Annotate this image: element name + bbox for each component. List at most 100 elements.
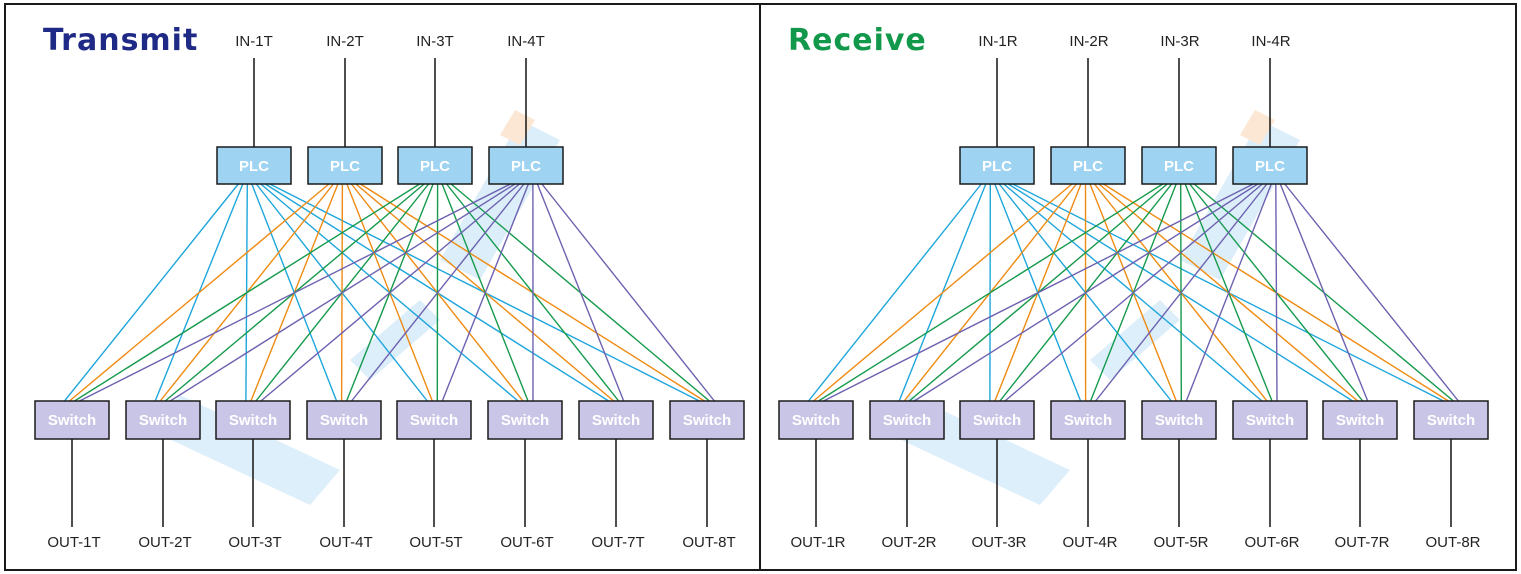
switch-node: Switch bbox=[869, 400, 945, 440]
plc-switch-link bbox=[260, 183, 520, 402]
output-label: OUT-4R bbox=[1062, 534, 1117, 551]
switch-label: Switch bbox=[1064, 412, 1112, 429]
receive-plc-nodes: PLC PLC PLC PLC bbox=[959, 146, 1308, 185]
switch-box bbox=[1141, 400, 1217, 440]
plc-node: PLC bbox=[397, 146, 473, 185]
input-label: IN-1T bbox=[235, 33, 273, 50]
output-label: OUT-2T bbox=[138, 534, 191, 551]
switch-node: Switch bbox=[306, 400, 382, 440]
plc-switch-link bbox=[1004, 183, 1263, 402]
switch-label: Switch bbox=[410, 412, 458, 429]
transmit-panel: Transmit IN-1T IN-2T IN-3T IN-4T bbox=[34, 23, 745, 551]
switch-node: Switch bbox=[1322, 400, 1398, 440]
plc-switch-link bbox=[1279, 183, 1369, 402]
switch-node: Switch bbox=[778, 400, 854, 440]
output-label: OUT-5R bbox=[1153, 534, 1208, 551]
plc-switch-link bbox=[1185, 183, 1272, 402]
plc-label: PLC bbox=[420, 158, 450, 175]
output-label: OUT-6T bbox=[500, 534, 553, 551]
output-label: OUT-8R bbox=[1425, 534, 1480, 551]
switch-node: Switch bbox=[1141, 400, 1217, 440]
switch-box bbox=[778, 400, 854, 440]
switch-node: Switch bbox=[487, 400, 563, 440]
receive-switch-nodes: Switch Switch Switch Switch Switch Switc… bbox=[778, 400, 1489, 440]
switch-node: Switch bbox=[959, 400, 1035, 440]
plc-switch-link bbox=[169, 183, 516, 402]
switch-box bbox=[1322, 400, 1398, 440]
plc-switch-link bbox=[913, 183, 1259, 402]
switch-label: Switch bbox=[320, 412, 368, 429]
input-label: IN-4T bbox=[507, 33, 545, 50]
plc-box bbox=[307, 146, 383, 185]
plc-box bbox=[488, 146, 564, 185]
plc-node: PLC bbox=[1141, 146, 1217, 185]
plc-switch-link bbox=[536, 183, 625, 402]
plc-switch-link bbox=[441, 183, 530, 402]
switch-box bbox=[959, 400, 1035, 440]
switch-node: Switch bbox=[669, 400, 745, 440]
output-label: OUT-7T bbox=[591, 534, 644, 551]
plc-label: PLC bbox=[982, 158, 1012, 175]
switch-box bbox=[396, 400, 472, 440]
switch-label: Switch bbox=[229, 412, 277, 429]
switch-label: Switch bbox=[48, 412, 96, 429]
switch-box bbox=[578, 400, 654, 440]
plc-label: PLC bbox=[239, 158, 269, 175]
plc-box bbox=[1141, 146, 1217, 185]
plc-switch-link bbox=[1284, 183, 1459, 402]
switch-box bbox=[1232, 400, 1308, 440]
switch-node: Switch bbox=[125, 400, 201, 440]
transmit-plc-nodes: PLC PLC PLC PLC bbox=[216, 146, 564, 185]
plc-switch-link bbox=[823, 183, 1254, 402]
switch-box bbox=[487, 400, 563, 440]
output-label: OUT-4T bbox=[319, 534, 372, 551]
transmit-output-labels: OUT-1T OUT-2T OUT-3T OUT-4T OUT-5T OUT-6… bbox=[47, 534, 735, 551]
plc-switch-link bbox=[63, 183, 239, 402]
switch-label: Switch bbox=[139, 412, 187, 429]
output-label: OUT-7R bbox=[1334, 534, 1389, 551]
switch-box bbox=[215, 400, 291, 440]
plc-switch-link bbox=[807, 183, 982, 402]
output-label: OUT-3T bbox=[228, 534, 281, 551]
input-label: IN-2R bbox=[1069, 33, 1108, 50]
plc-node: PLC bbox=[307, 146, 383, 185]
switch-box bbox=[306, 400, 382, 440]
switch-box bbox=[1413, 400, 1489, 440]
switch-node: Switch bbox=[578, 400, 654, 440]
input-label: IN-4R bbox=[1251, 33, 1290, 50]
receive-title: Receive bbox=[788, 23, 927, 58]
receive-output-wires bbox=[815, 439, 1452, 527]
switch-node: Switch bbox=[215, 400, 291, 440]
plc-switch-link bbox=[351, 183, 525, 402]
switch-label: Switch bbox=[1155, 412, 1203, 429]
output-label: OUT-2R bbox=[881, 534, 936, 551]
plc-label: PLC bbox=[511, 158, 541, 175]
switch-node: Switch bbox=[34, 400, 110, 440]
switch-label: Switch bbox=[1246, 412, 1294, 429]
switch-box bbox=[1050, 400, 1126, 440]
plc-node: PLC bbox=[1232, 146, 1308, 185]
switch-node: Switch bbox=[1413, 400, 1489, 440]
switch-label: Switch bbox=[973, 412, 1021, 429]
plc-label: PLC bbox=[330, 158, 360, 175]
plc-node: PLC bbox=[216, 146, 292, 185]
switch-label: Switch bbox=[1427, 412, 1475, 429]
switch-label: Switch bbox=[683, 412, 731, 429]
switch-node: Switch bbox=[1232, 400, 1308, 440]
plc-box bbox=[1050, 146, 1126, 185]
switch-box bbox=[125, 400, 201, 440]
output-label: OUT-6R bbox=[1244, 534, 1299, 551]
switch-box bbox=[669, 400, 745, 440]
plc-label: PLC bbox=[1164, 158, 1194, 175]
plc-switch-link bbox=[541, 183, 715, 402]
switch-label: Switch bbox=[792, 412, 840, 429]
plc-switch-link bbox=[1275, 183, 1278, 402]
plc-switch-link bbox=[69, 183, 330, 402]
switch-label: Switch bbox=[501, 412, 549, 429]
plc-node: PLC bbox=[959, 146, 1035, 185]
receive-panel: Receive IN-1R IN-2R IN-3R IN-4R bbox=[778, 23, 1489, 551]
output-label: OUT-1R bbox=[790, 534, 845, 551]
plc-box bbox=[959, 146, 1035, 185]
output-label: OUT-3R bbox=[971, 534, 1026, 551]
transmit-output-wires bbox=[71, 439, 708, 527]
